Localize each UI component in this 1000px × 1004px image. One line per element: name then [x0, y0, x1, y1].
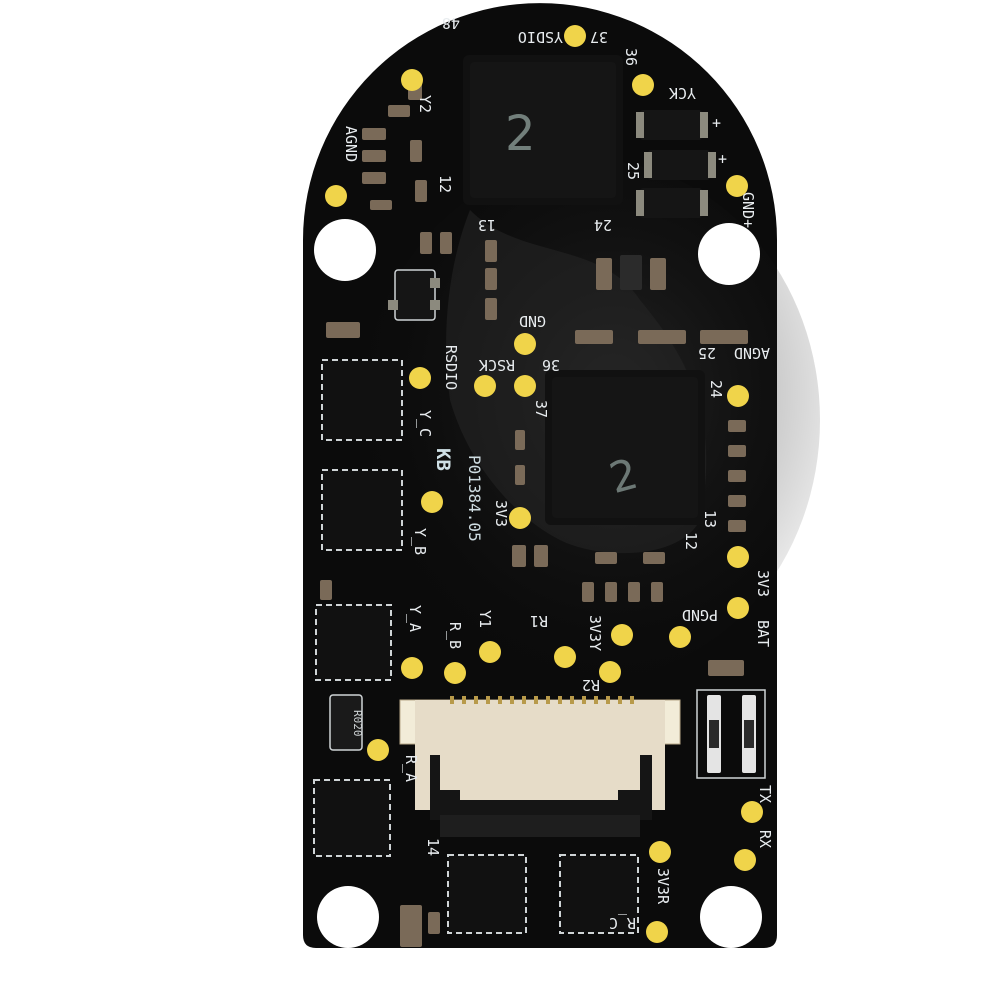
silk-y-a: Y_A — [406, 605, 424, 633]
mounting-hole-top-left — [314, 219, 376, 281]
silk-13-top: 13 — [477, 216, 496, 234]
left-ic-4 — [313, 779, 391, 857]
silk-37-mid: 37 — [532, 400, 550, 419]
silk-r2: R2 — [581, 676, 600, 694]
silk-12-top: 12 — [436, 175, 454, 194]
silk-ysdio: YSDIO — [517, 28, 563, 46]
mounting-hole-top-right — [698, 223, 760, 285]
transistor — [388, 269, 440, 321]
left-ic-1 — [321, 359, 403, 441]
silk-3v3r: 3V3R — [654, 868, 672, 905]
fpc-connector — [399, 696, 681, 837]
silk-48: 48 — [441, 14, 460, 32]
ic-top: 2 — [463, 55, 623, 205]
silk-25-mid: 25 — [697, 344, 716, 362]
silk-tx: TX — [756, 785, 774, 804]
silk-3v3-right: 3V3 — [754, 570, 772, 598]
bottom-ic-1 — [447, 854, 527, 934]
mounting-hole-bottom-left — [317, 886, 379, 948]
svg-text:2: 2 — [505, 106, 536, 162]
silk-r-c: R_C — [608, 914, 636, 932]
tx-rx-resistors — [696, 689, 766, 779]
silk-rsck: RSCK — [478, 356, 515, 374]
silk-r-b: R_B — [446, 622, 464, 650]
silk-gnd-mid: GND — [518, 312, 546, 330]
silk-gnd-plus: GND+ — [739, 192, 757, 229]
silk-pgnd: PGND — [681, 606, 718, 624]
silk-rx: RX — [756, 830, 774, 849]
silk-agnd: AGND — [342, 126, 360, 163]
silk-24-top: 24 — [593, 216, 612, 234]
silk-board-code: KB — [432, 448, 454, 471]
smd-diode-array — [636, 110, 716, 218]
silk-24-mid: 24 — [707, 380, 725, 399]
silk-r1-b: R1 — [529, 612, 548, 630]
silk-y1: Y1 — [476, 610, 494, 629]
mounting-hole-bottom-right — [700, 886, 762, 948]
silk-36-mid: 36 — [541, 356, 560, 374]
silk-y-c: Y_C — [416, 410, 434, 438]
bottom-ic-2 — [559, 854, 639, 934]
left-ic-2 — [321, 469, 403, 551]
silk-agnd-mid: AGND — [733, 344, 770, 362]
silk-rsdio: RSDIO — [442, 345, 460, 391]
passive-components — [320, 78, 748, 947]
silk-37: 37 — [589, 28, 608, 46]
silk-bat: BAT — [754, 620, 772, 648]
silk-13-mid: 13 — [701, 510, 719, 529]
shunt-resistor-r020: R020 — [329, 694, 364, 751]
silk-36: 36 — [622, 48, 640, 67]
silk-12-mid: 12 — [682, 532, 700, 551]
silk-y-b: Y_B — [411, 528, 429, 556]
silk-plus-2: + — [718, 150, 728, 168]
silk-3v3y: 3V3Y — [586, 615, 604, 652]
silk-14: 14 — [424, 838, 442, 857]
silk-r-a: R_A — [402, 755, 420, 783]
silk-plus-1: + — [712, 114, 722, 132]
svg-text:R020: R020 — [351, 710, 364, 737]
ic-middle: 2 — [545, 370, 705, 525]
silk-3v3-mid: 3V3 — [492, 500, 510, 528]
silk-part-number: P01384.05 — [465, 455, 484, 542]
silk-yck: YCK — [668, 84, 696, 102]
left-ic-3 — [315, 604, 392, 681]
silk-25-top: 25 — [624, 162, 642, 181]
silk-y2: Y2 — [416, 95, 434, 114]
test-pads — [325, 25, 763, 943]
